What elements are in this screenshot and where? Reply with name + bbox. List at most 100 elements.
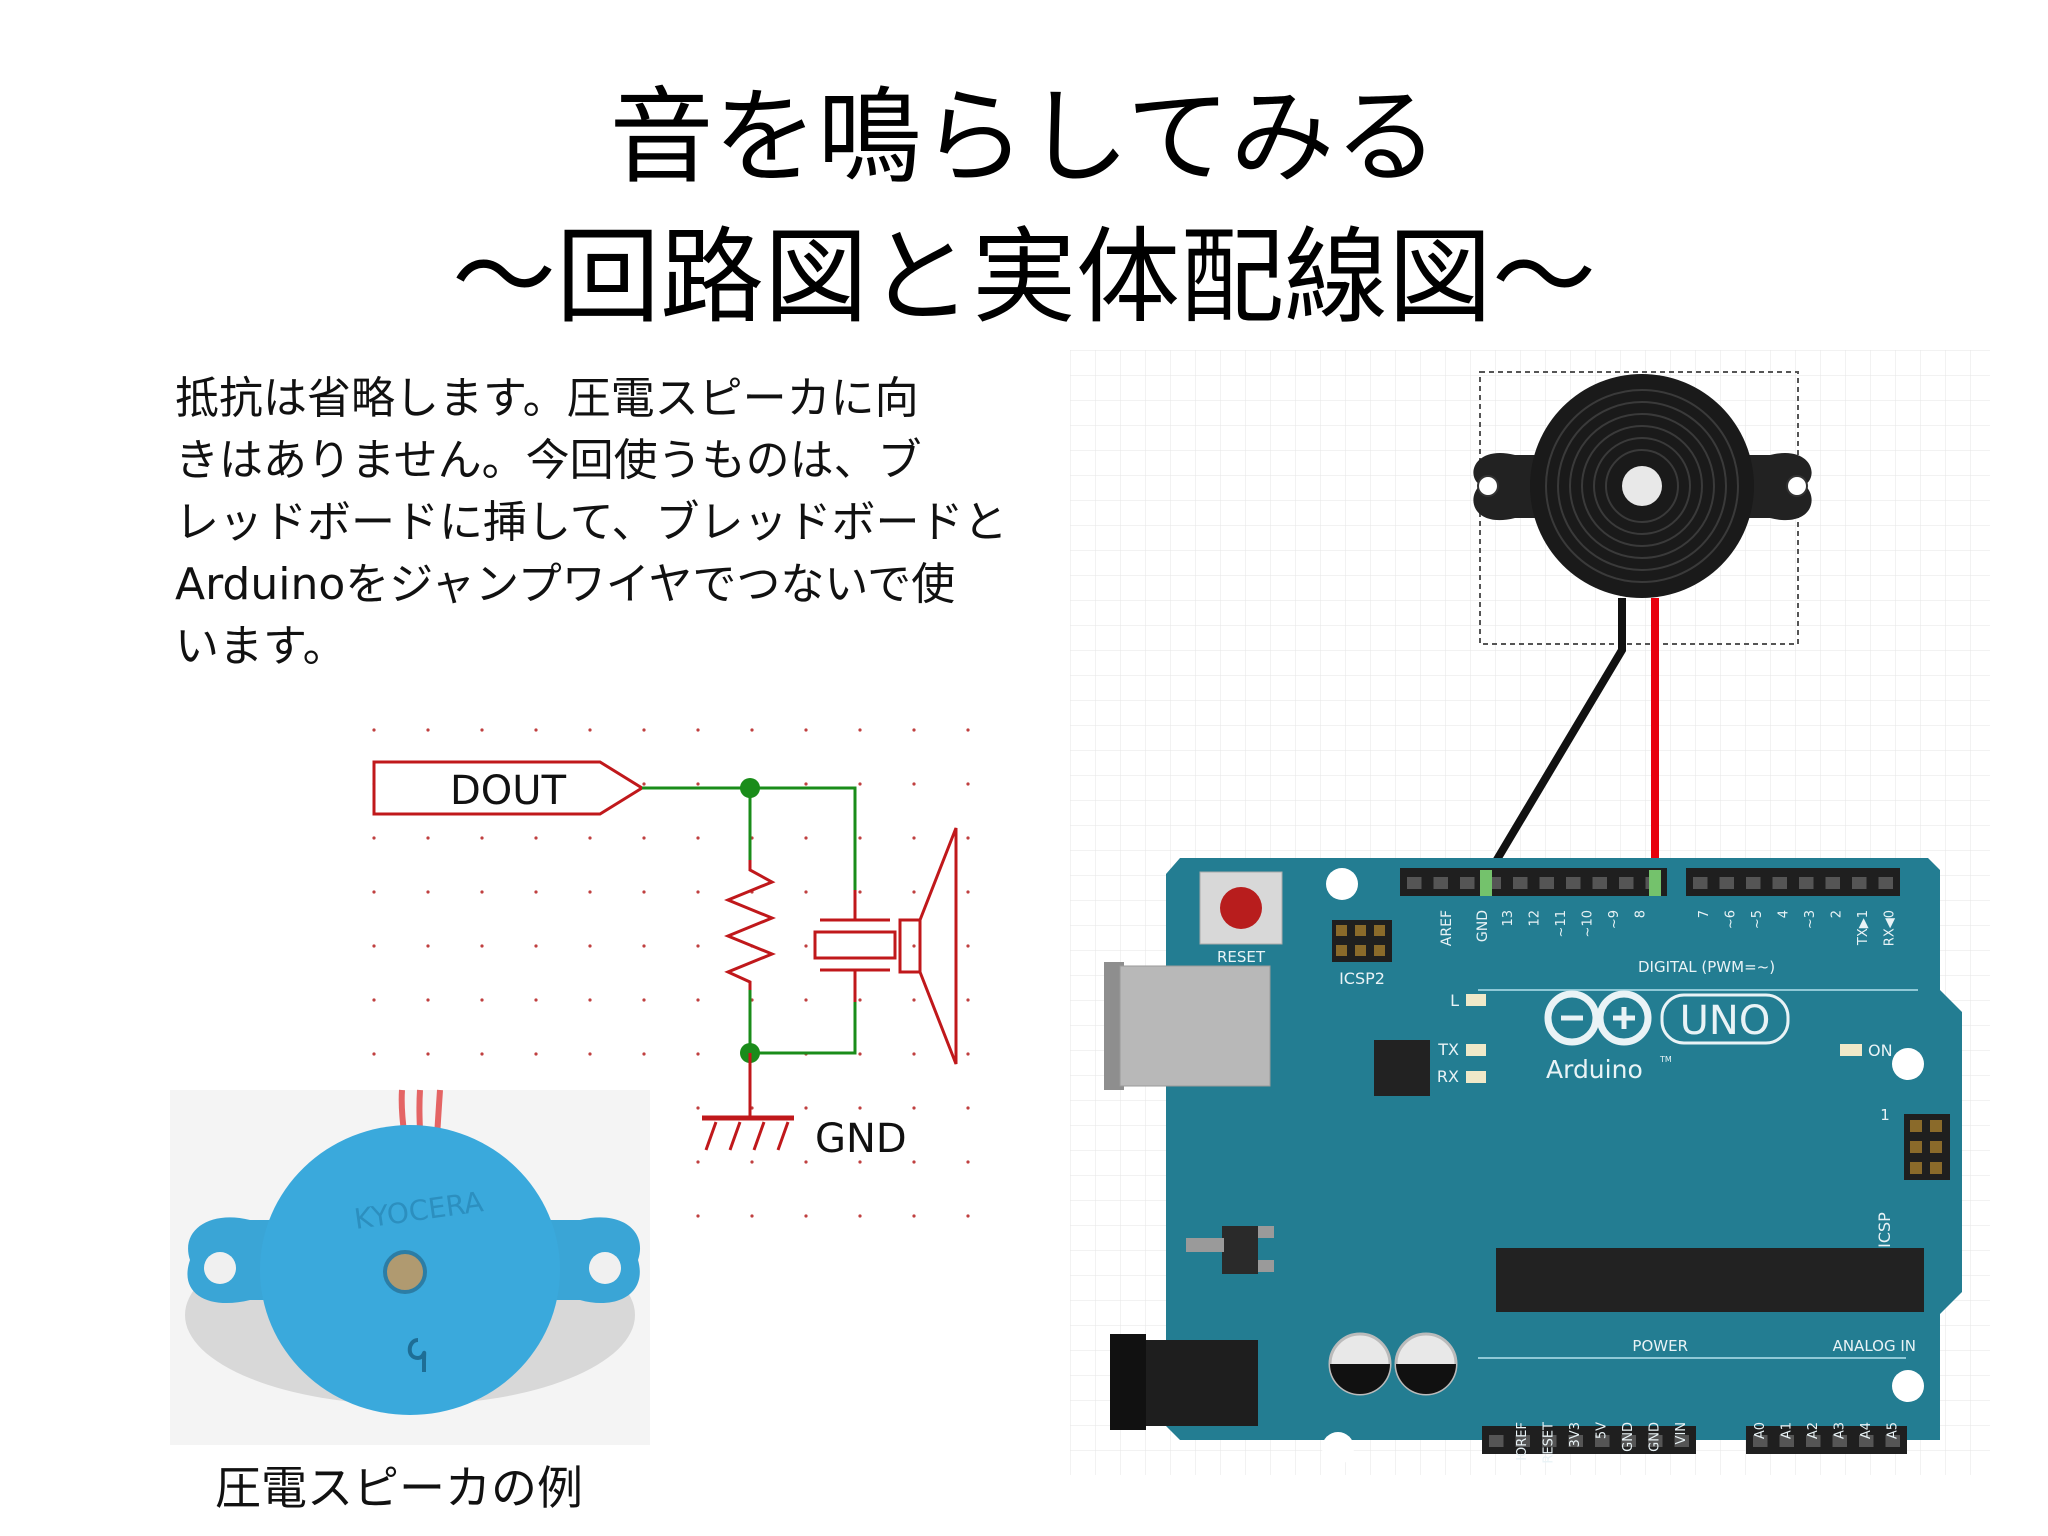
grid-dot [912, 1052, 916, 1056]
ground-symbol [702, 1053, 794, 1151]
grid-dot [858, 890, 862, 894]
power-label: POWER [1632, 1337, 1688, 1355]
grid-dot [750, 1160, 754, 1164]
grid-dot [912, 1160, 916, 1164]
grid-dot [858, 782, 862, 786]
analog-pin-label: A4 [1859, 1422, 1874, 1439]
grid-dot [804, 836, 808, 840]
grid-dot [588, 728, 592, 732]
reset-button [1199, 871, 1283, 945]
grid-dot [426, 944, 430, 948]
grid-dot [804, 944, 808, 948]
grid-dot [750, 728, 754, 732]
digital-left-pin [1407, 877, 1422, 889]
digital-left-pin [1592, 877, 1607, 889]
usb-connector [1104, 962, 1271, 1090]
description-text: 抵抗は省略します。圧電スピーカに向 きはありません。今回使うものは、ブ レッドボ… [175, 373, 1008, 672]
grid-dot [858, 1052, 862, 1056]
grid-dot [480, 728, 484, 732]
aref-label: AREF [1439, 910, 1455, 946]
grid-dot [588, 890, 592, 894]
digital-pin-label: RX◀0 [1883, 910, 1898, 946]
digital-pin-label: 8 [1634, 910, 1649, 918]
grid-dot [534, 998, 538, 1002]
grid-dot [966, 890, 970, 894]
led-on-label: ON [1868, 1041, 1893, 1060]
grid-dot [966, 944, 970, 948]
icsp2-pin [1374, 925, 1385, 936]
resistor-symbol [724, 860, 776, 990]
analog-pin-label: A2 [1806, 1422, 1821, 1439]
digital-left-pin [1460, 877, 1475, 889]
analog-housing [1746, 1426, 1907, 1454]
grid-dot [480, 836, 484, 840]
grid-dot [642, 998, 646, 1002]
grid-dot [966, 1214, 970, 1218]
digital-right-pin [1719, 877, 1734, 889]
analog-pin [1753, 1435, 1768, 1447]
grid-dot [696, 1160, 700, 1164]
power-pin-label: IOREF [1515, 1422, 1530, 1461]
grid-dot [912, 1214, 916, 1218]
photo-caption: 圧電スピーカの例 [215, 1461, 583, 1515]
buzzer-component [1473, 374, 1812, 598]
analog-pin [1779, 1435, 1794, 1447]
grid-dot [966, 998, 970, 1002]
grid-dot [912, 944, 916, 948]
icsp-pin [1910, 1120, 1922, 1132]
digital-left-pin [1566, 877, 1581, 889]
digital-header-left [1400, 868, 1667, 896]
usb-chip [1374, 1040, 1430, 1096]
grid-dot [642, 836, 646, 840]
grid-dot [858, 1106, 862, 1110]
icsp2-pin [1355, 925, 1366, 936]
grid-dot [966, 782, 970, 786]
buzzer-center [1622, 466, 1662, 506]
grid-dot [858, 1214, 862, 1218]
digital-pin-label: TX▶1 [1856, 910, 1871, 946]
schematic-diagram: DOUT GND [372, 728, 970, 1218]
wire-end-gnd [1480, 870, 1492, 896]
grid-dot [858, 1160, 862, 1164]
speaker-symbol [898, 827, 958, 1065]
digital-pin-label: 7 [1697, 910, 1712, 918]
icsp-pin [1930, 1120, 1942, 1132]
mount-hole-right [589, 1252, 621, 1284]
grid-dot [642, 1052, 646, 1056]
grid-dot [696, 728, 700, 732]
led-l [1466, 994, 1486, 1006]
digital-pin-label: ~10 [1581, 910, 1596, 937]
grid-dot [534, 890, 538, 894]
power-header [1482, 1426, 1696, 1454]
speaker-mark [407, 1338, 427, 1372]
grid-dot [804, 890, 808, 894]
analog-pin-label: A5 [1886, 1422, 1901, 1439]
grid-dot [966, 1160, 970, 1164]
grid-dot [372, 728, 376, 732]
grid-dot [696, 944, 700, 948]
atmega-chip [1496, 1248, 1924, 1312]
grid-dot [966, 1106, 970, 1110]
grid-dot [966, 728, 970, 732]
dout-net-label: DOUT [450, 768, 567, 814]
grid-dot [696, 1214, 700, 1218]
power-pin-label: GND [1648, 1422, 1663, 1452]
icsp2-pin [1336, 945, 1347, 956]
grid-dot [966, 1052, 970, 1056]
grid-dot [696, 998, 700, 1002]
analog-pin-label: A0 [1753, 1422, 1768, 1439]
digital-right-pin [1825, 877, 1840, 889]
junction-dot-top [740, 778, 760, 798]
icsp-label: ICSP [1875, 1212, 1894, 1248]
digital-label: DIGITAL (PWM=~) [1638, 958, 1775, 976]
digital-right-pin [1799, 877, 1814, 889]
grid-dot [912, 890, 916, 894]
digital-pin-label: 12 [1528, 910, 1543, 927]
dout-net-label-shape [372, 760, 645, 816]
grid-dot [372, 944, 376, 948]
power-jack [1110, 1334, 1258, 1430]
grid-dot [912, 836, 916, 840]
digital-pin-label: ~5 [1750, 910, 1765, 929]
